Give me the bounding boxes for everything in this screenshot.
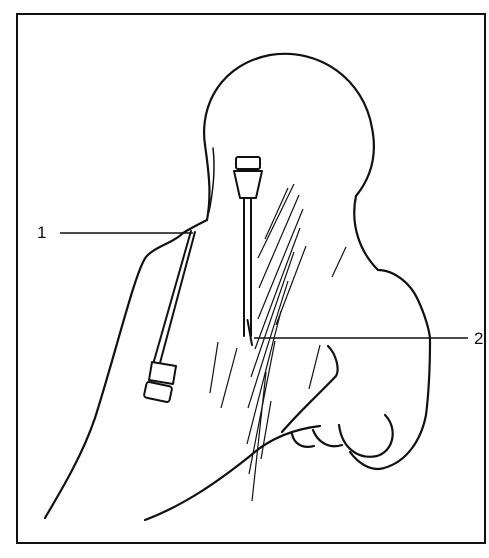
label-1: 1 bbox=[37, 224, 46, 241]
leader-lines bbox=[60, 233, 468, 338]
toe-third bbox=[292, 434, 314, 447]
sole-crease bbox=[282, 346, 338, 432]
foot-left-outline bbox=[45, 145, 209, 518]
foot-heel-outline bbox=[204, 54, 430, 469]
needle-1-hub bbox=[149, 362, 176, 384]
shading-hatch bbox=[210, 184, 346, 501]
needle-1-hub-cap bbox=[144, 381, 173, 402]
foot-outline bbox=[45, 54, 430, 520]
needle-1-shaft-a bbox=[154, 231, 191, 361]
needle-2-hub-top bbox=[236, 157, 260, 169]
needle-2-hub-body bbox=[234, 171, 262, 198]
needle-1 bbox=[144, 231, 195, 403]
needle-1-shaft-b bbox=[160, 232, 195, 363]
label-2: 2 bbox=[474, 330, 483, 347]
toe-big bbox=[339, 415, 393, 457]
needle-2 bbox=[234, 157, 262, 345]
toe-second bbox=[313, 430, 342, 446]
